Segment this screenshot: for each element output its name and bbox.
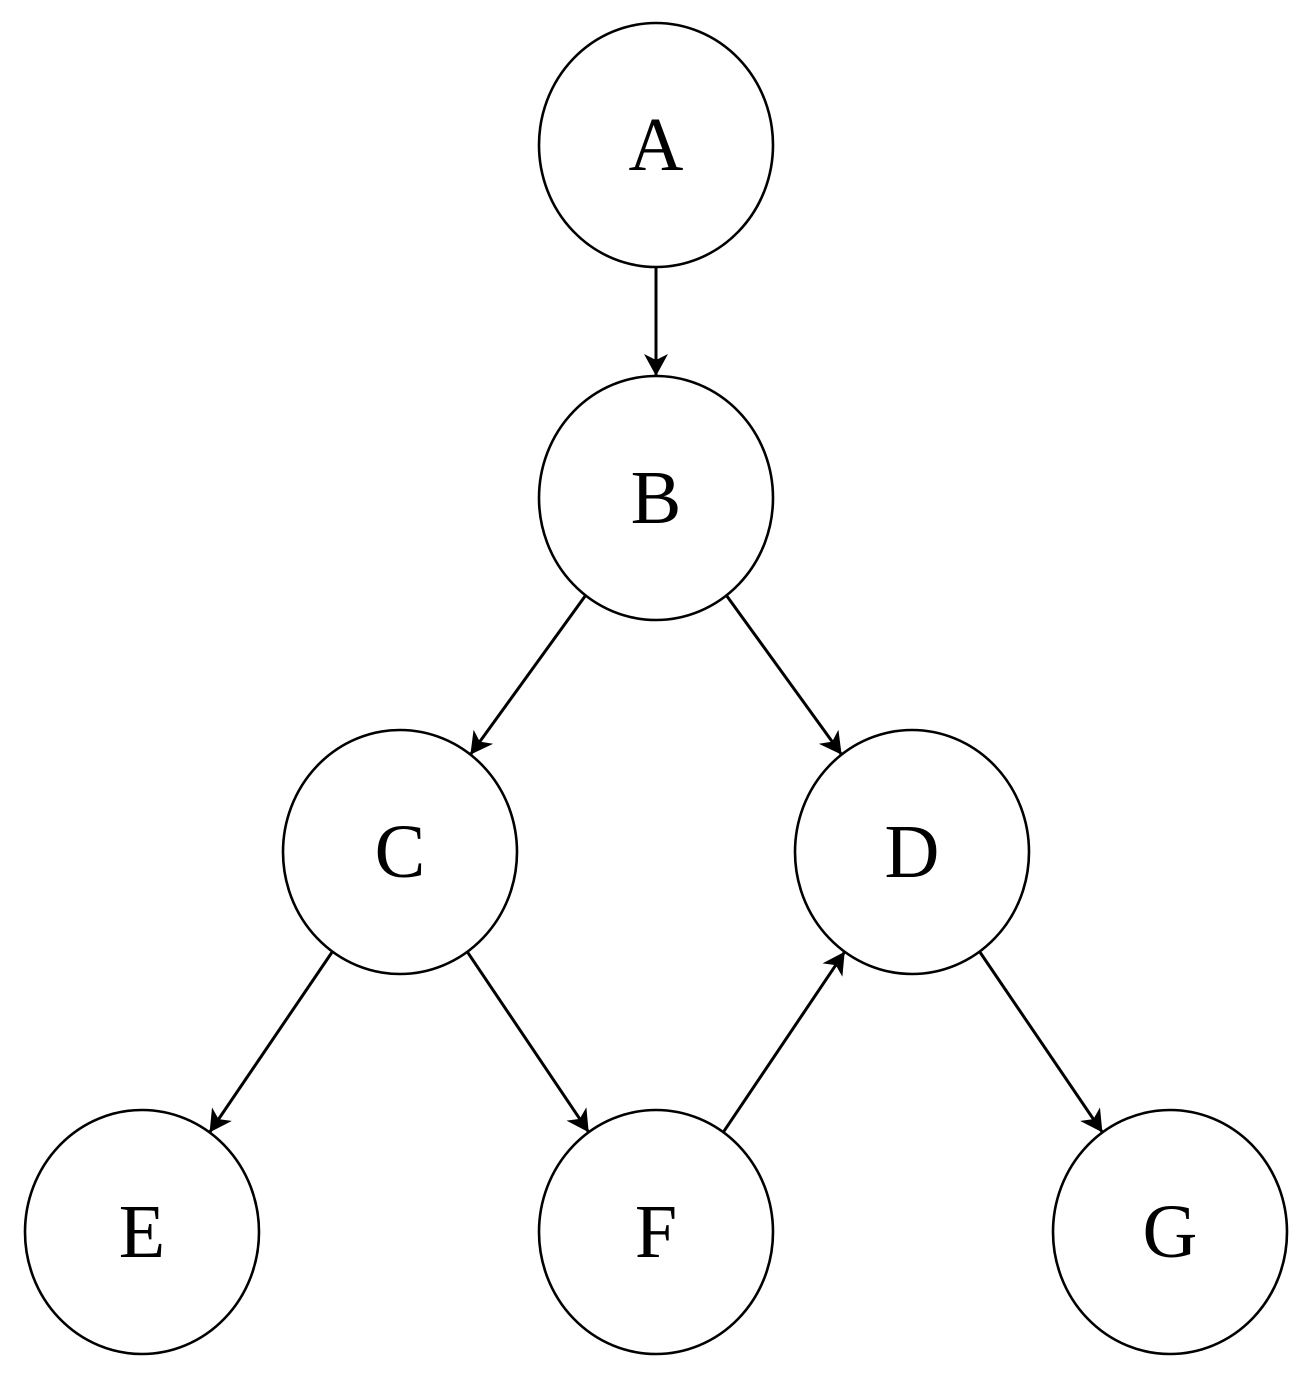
edge-B-D <box>725 594 843 756</box>
edges-layer <box>208 267 1104 1134</box>
node-ellipse-B <box>537 374 775 622</box>
node-C: C <box>281 728 519 976</box>
node-label-F: F <box>635 1190 677 1274</box>
node-F: F <box>537 1108 775 1356</box>
edge-B-C <box>469 594 587 756</box>
node-label-D: D <box>885 810 940 894</box>
node-label-C: C <box>375 810 426 894</box>
node-ellipse-G <box>1051 1108 1289 1356</box>
node-ellipse-C <box>281 728 519 976</box>
edge-D-G <box>978 950 1104 1134</box>
node-A: A <box>537 21 775 269</box>
node-B: B <box>537 374 775 622</box>
node-ellipse-F <box>537 1108 775 1356</box>
edge-C-F <box>466 950 590 1134</box>
node-label-E: E <box>119 1190 165 1274</box>
node-label-B: B <box>631 456 682 540</box>
node-E: E <box>23 1108 261 1356</box>
edge-C-E <box>208 950 334 1134</box>
node-ellipse-A <box>537 21 775 269</box>
node-label-A: A <box>629 103 684 187</box>
node-G: G <box>1051 1108 1289 1356</box>
node-ellipse-D <box>793 728 1031 976</box>
node-D: D <box>793 728 1031 976</box>
nodes-layer: A B C D E F G <box>23 21 1289 1356</box>
node-ellipse-E <box>23 1108 261 1356</box>
node-label-G: G <box>1143 1190 1198 1274</box>
edge-F-D <box>722 950 846 1134</box>
